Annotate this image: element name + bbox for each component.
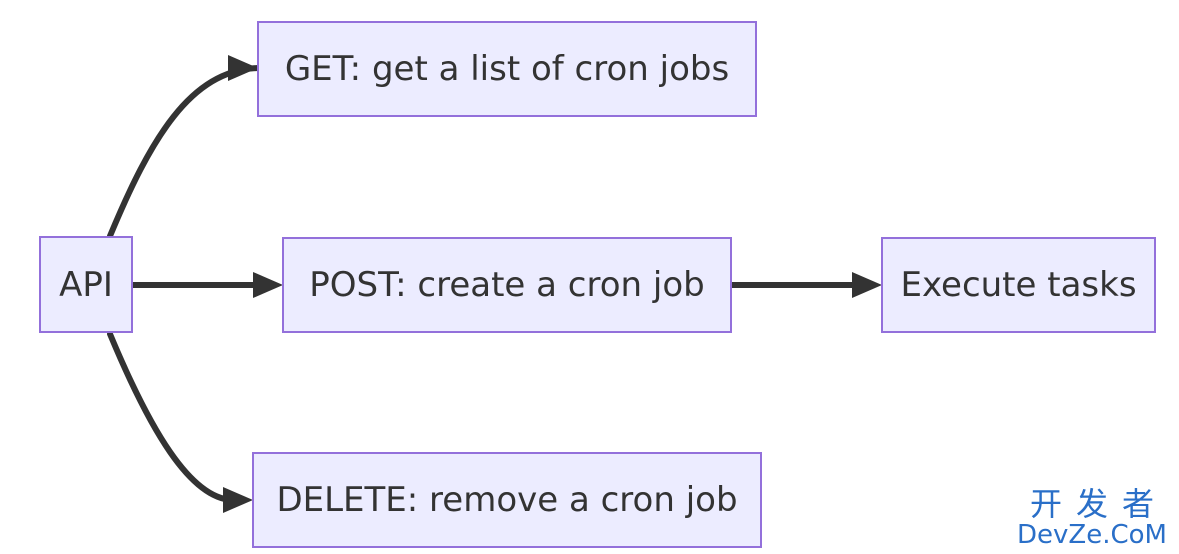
node-delete: DELETE: remove a cron job [252,452,762,548]
node-post-label: POST: create a cron job [309,265,705,305]
site-watermark: 开发者 DevZe.CoM [1017,488,1167,548]
edge-api-to-get [107,65,261,239]
node-execute: Execute tasks [881,237,1156,333]
node-delete-label: DELETE: remove a cron job [276,480,738,520]
node-get: GET: get a list of cron jobs [257,21,757,117]
arrowhead-delete [223,487,253,513]
node-execute-label: Execute tasks [900,265,1137,305]
arrowhead-get [228,55,258,81]
arrowhead-post [253,272,283,298]
edge-api-to-delete [107,331,235,503]
node-api: API [39,236,133,333]
node-post: POST: create a cron job [282,237,732,333]
arrowhead-execute [852,272,882,298]
watermark-line1: 开发者 [1030,485,1169,523]
node-get-label: GET: get a list of cron jobs [284,49,730,89]
node-api-label: API [59,264,113,305]
watermark-line2: DevZe.CoM [1017,520,1167,550]
